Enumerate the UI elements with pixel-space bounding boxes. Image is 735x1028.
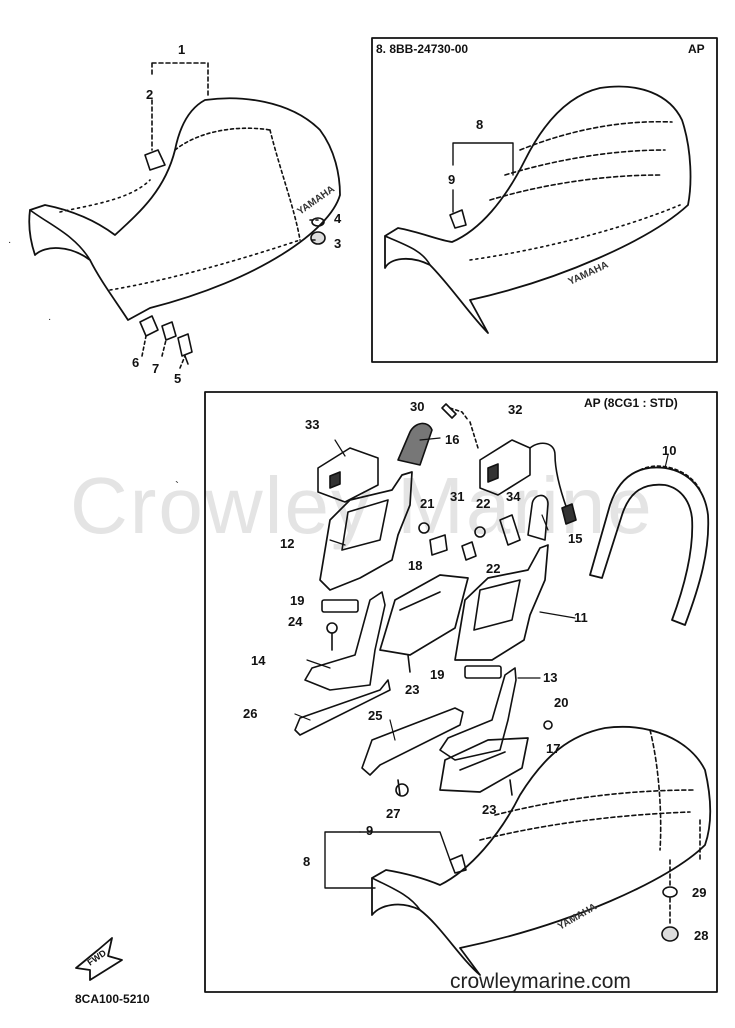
callout-10: 10 [662,443,677,458]
bracket-14 [304,591,386,691]
callout-4: 4 [334,211,342,226]
callout-22a: 22 [476,496,491,511]
bracket-13 [439,667,517,761]
bracket-plate-11 [454,544,549,661]
panel-ap-frame [371,37,718,363]
brand-mark-seat-2: YAMAHA [567,260,611,288]
callout-19b: 19 [430,667,445,682]
callout-15: 15 [568,531,583,546]
panel-ap-variant: AP [688,42,705,56]
callout-ap-9: 9 [448,172,456,187]
callout-34: 34 [506,489,521,504]
footer-url[interactable]: crowleymarine.com [450,970,631,993]
callout-16: 16 [445,432,460,447]
small-fasteners [326,514,553,797]
callout-7: 7 [152,361,160,376]
callout-32: 32 [508,402,523,417]
svg-text:`: ` [175,479,179,493]
callout-std-8: 8 [303,854,311,869]
callout-1: 1 [178,42,186,57]
seat-assembly-std: YAMAHA [371,726,712,976]
callout-ap-8: 8 [476,117,484,132]
callout-31: 31 [450,489,465,504]
callout-21: 21 [420,496,435,511]
callout-5: 5 [174,371,182,386]
brand-mark-seat-3: YAMAHA [556,902,599,933]
seat-assembly-ap: YAMAHA [384,85,692,334]
grip-handle-15 [527,494,549,541]
panel-std-variant: AP (8CG1 : STD) [584,396,678,410]
callout-26: 26 [243,706,258,721]
svg-text:·: · [8,237,11,248]
panel-std-frame [204,391,718,993]
hand-grip-10 [589,465,710,626]
callout-33: 33 [305,417,320,432]
grip-handle-16 [397,422,433,466]
callout-12: 12 [280,536,295,551]
callout-18: 18 [408,558,423,573]
watermark: Crowley Marine [70,461,654,550]
callout-22b: 22 [486,561,501,576]
callout-23b: 23 [482,802,497,817]
callout-14: 14 [251,653,266,668]
damper-19b [464,665,502,679]
seat-assembly-standard: YAMAHA [28,97,341,365]
panel-ap-part-number: 8. 8BB-24730-00 [376,42,469,56]
cushion-18 [379,574,469,656]
rail-25 [361,707,464,776]
callout-30: 30 [410,399,425,414]
callout-3: 3 [334,236,342,251]
bracket-33 [317,447,379,503]
callout-6: 6 [132,355,140,370]
callout-2: 2 [146,87,154,102]
callout-13: 13 [543,670,558,685]
leader-lines [294,437,669,741]
bracket-plate-12 [319,471,413,591]
callout-25: 25 [368,708,383,723]
callout-std-9: 9 [366,823,374,838]
callout-29: 29 [692,885,707,900]
callout-19a: 19 [290,593,305,608]
callout-27: 27 [386,806,401,821]
callout-20: 20 [554,695,569,710]
callout-11: 11 [574,610,588,625]
svg-text:·: · [48,314,51,325]
rail-26 [294,679,391,736]
bracket-32 [479,439,577,525]
callout-24: 24 [288,614,303,629]
cushion-23b [439,737,529,793]
damper-19a [321,599,359,613]
callout-28: 28 [694,928,709,943]
callout-17: 17 [546,741,561,756]
callout-23a: 23 [405,682,420,697]
diagram-part-code: 8CA100-5210 [75,992,150,1006]
